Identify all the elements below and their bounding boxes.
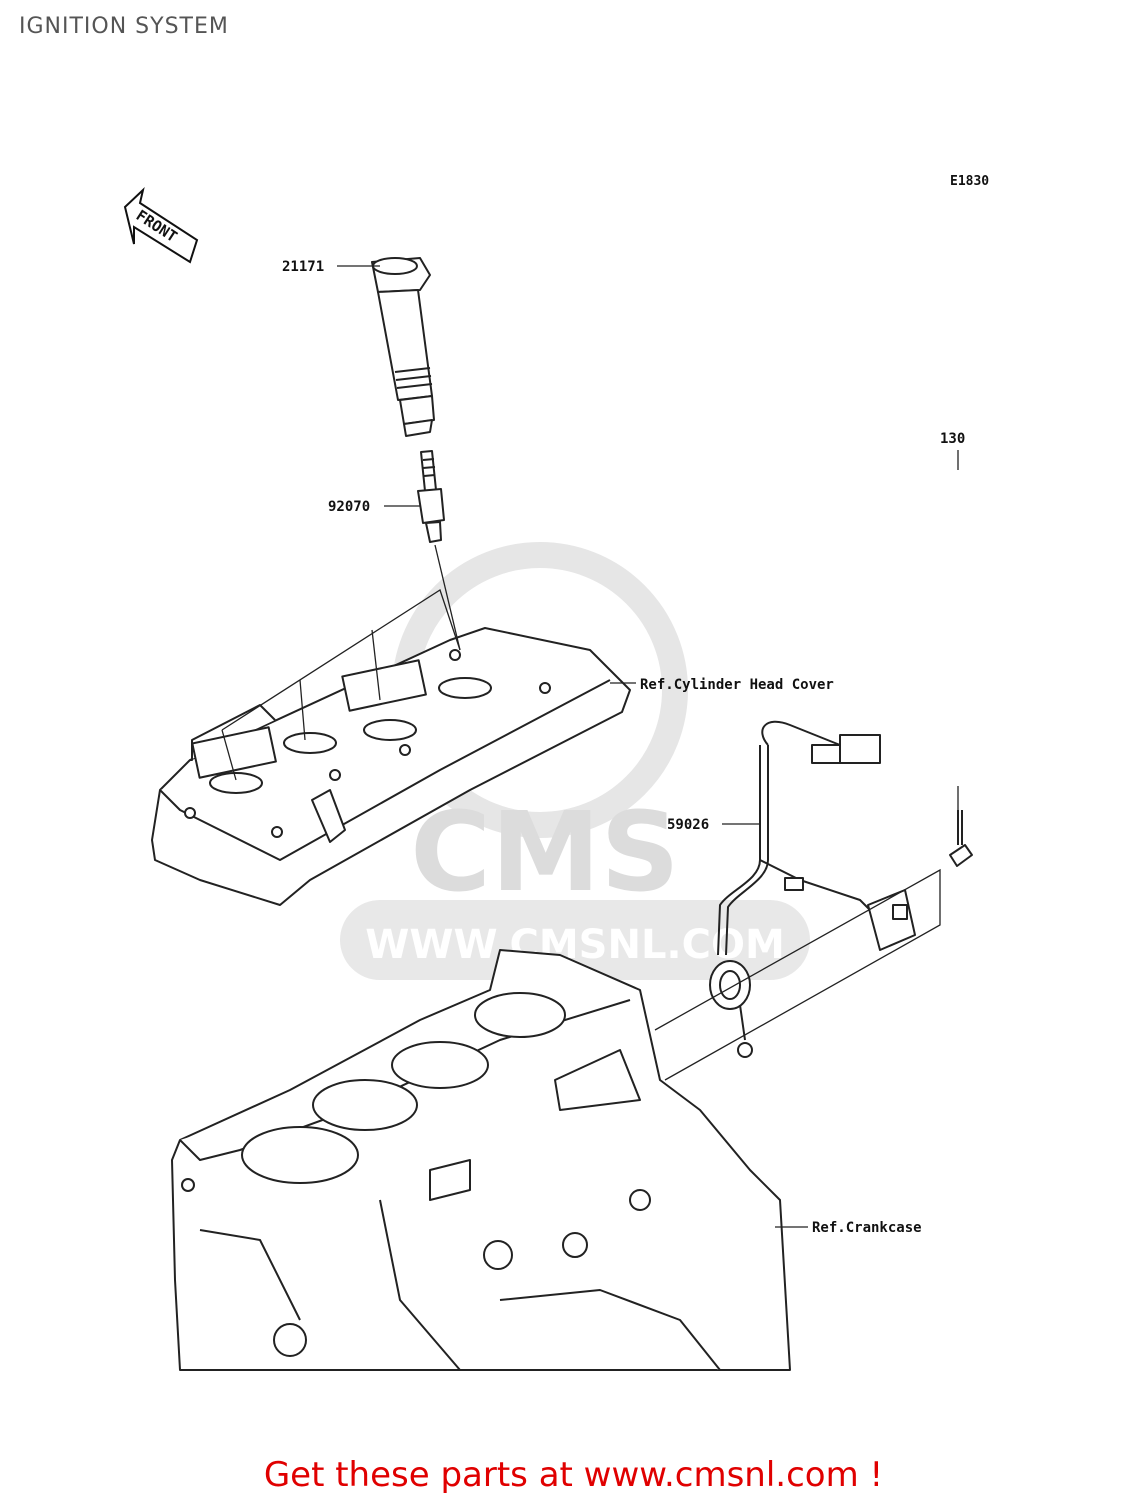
spark-plug <box>417 450 445 543</box>
ref-crankcase: Ref.Crankcase <box>812 1220 922 1236</box>
crankshaft-sensor <box>709 720 916 1058</box>
diagram-code: E1830 <box>950 174 989 189</box>
crankcase <box>171 949 791 1371</box>
assembly-lines <box>221 544 959 1081</box>
ignition-coil <box>371 257 435 437</box>
watermark-brand: CMS <box>410 788 679 916</box>
watermark-url: WWW.CMSNL.COM <box>365 922 785 968</box>
front-arrow-icon: FRONT <box>123 187 199 264</box>
part-labels: 21171 92070 59026 130 Ref.Cylinder Head … <box>282 259 965 1236</box>
part-number-21171: 21171 <box>282 259 324 275</box>
footer-link[interactable]: Get these parts at www.cmsnl.com ! <box>263 1455 884 1495</box>
part-number-130: 130 <box>940 431 965 447</box>
exploded-parts-diagram: CMS WWW.CMSNL.COM E1830 FRONT <box>123 174 989 1371</box>
cylinder-head-cover <box>151 627 631 906</box>
part-number-92070: 92070 <box>328 499 370 515</box>
part-number-59026: 59026 <box>667 817 709 833</box>
bolt <box>949 810 973 867</box>
page-title: IGNITION SYSTEM <box>19 14 229 39</box>
ref-cylinder-head-cover: Ref.Cylinder Head Cover <box>640 677 834 693</box>
